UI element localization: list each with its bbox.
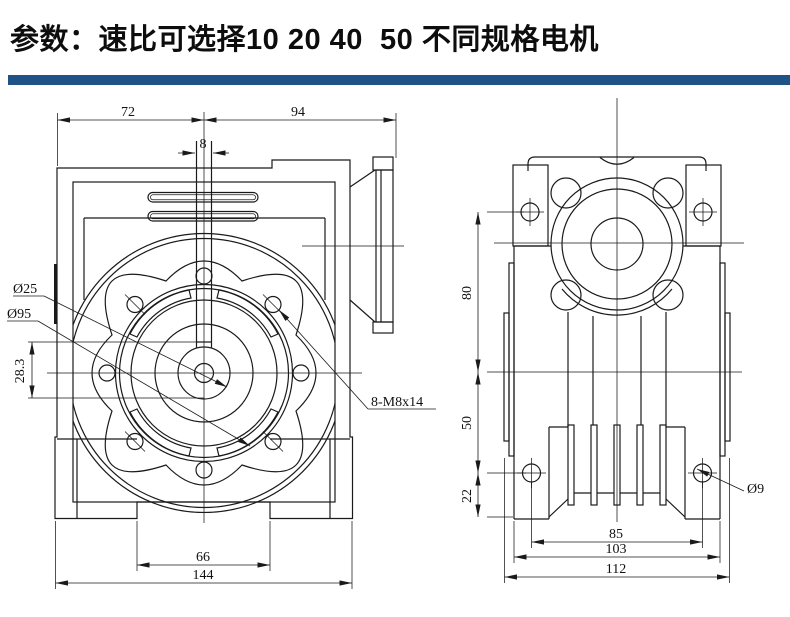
extension-lines-side: [487, 211, 730, 583]
front-face-step: [83, 217, 326, 300]
front-centerlines: [47, 112, 404, 523]
page-title: 参数：速比可选择10 20 40 50 不同规格电机: [10, 24, 599, 56]
side-tab-holes: [516, 198, 717, 226]
dim-foot-hole-dia: Ø9: [747, 482, 764, 497]
front-view-dimensions: 72 94 8 28.3 Ø25 Ø95 8-M8x14 66 144: [7, 105, 436, 589]
dim-overall-width-front: 144: [193, 568, 214, 583]
accent-bar: [8, 75, 790, 85]
dim-foot-hole-span: 85: [609, 527, 623, 542]
extension-lines: [28, 113, 397, 589]
front-arc-slots: [129, 289, 279, 457]
front-edge-mark: [54, 264, 58, 324]
dim-lower-center-height: 50: [460, 416, 475, 430]
dim-keyway-depth: 28.3: [13, 359, 28, 384]
dim-mount-holes: 8-M8x14: [371, 395, 423, 410]
side-fin-strips: [503, 262, 731, 457]
side-inner-walls: [567, 312, 667, 427]
front-input-flange: [349, 156, 394, 334]
dim-foot-gap: 66: [196, 550, 210, 565]
dim-foot-width: 103: [606, 542, 627, 557]
front-output-flange: [91, 260, 317, 486]
front-housing-outline: [54, 159, 354, 520]
dim-output-bore: Ø25: [13, 282, 37, 297]
dim-top-right-width: 94: [291, 105, 305, 120]
dim-keyway-width: 8: [200, 137, 207, 152]
dim-top-left-width: 72: [121, 105, 135, 120]
dim-bolt-circle: Ø95: [7, 307, 31, 322]
dim-overall-width-side: 112: [606, 562, 626, 577]
side-view-dimensions: 80 50 22 85 103 112 Ø9: [460, 211, 764, 583]
side-tab-right: [685, 164, 722, 247]
front-bolt-holes: [98, 267, 310, 479]
front-louvre-slots: [147, 191, 259, 222]
side-view: [487, 98, 744, 522]
front-foot-lines: [57, 438, 350, 519]
dim-foot-hole-height: 22: [460, 489, 475, 503]
front-view: [47, 112, 404, 523]
side-tab-left: [512, 164, 549, 247]
dim-upper-center-height: 80: [460, 286, 475, 300]
side-centerlines: [487, 98, 744, 522]
